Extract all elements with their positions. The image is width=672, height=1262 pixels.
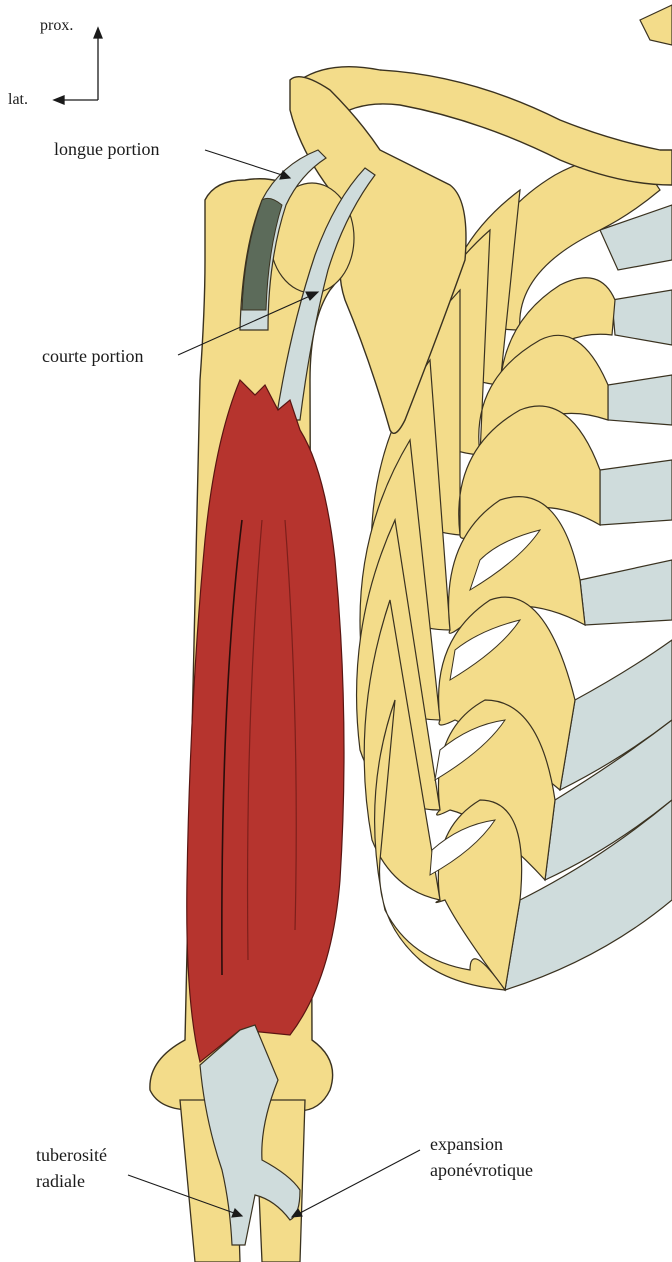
aponeurosis-label-line2: aponévrotique (430, 1160, 533, 1180)
arrow-up-icon (94, 28, 102, 38)
lateral-label: lat. (8, 91, 28, 108)
clavicle-tip (640, 5, 672, 45)
radial-tuberosity-label-line2: radiale (36, 1171, 85, 1191)
orientation-compass (54, 28, 102, 104)
radial-tuberosity-label-line1: tuberosité (36, 1145, 107, 1165)
proximal-label: prox. (40, 17, 73, 34)
arrow-left-icon (54, 96, 64, 104)
short-head-label: courte portion (42, 346, 143, 366)
aponeurosis-label-line1: expansion (430, 1134, 503, 1154)
long-head-label: longue portion (54, 139, 160, 159)
